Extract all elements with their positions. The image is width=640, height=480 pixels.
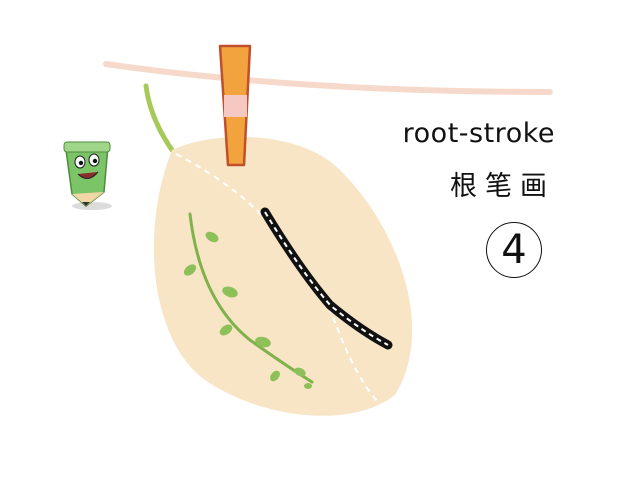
stroke-name-english: root-stroke [402, 118, 555, 149]
lesson-number-badge: 4 [486, 222, 542, 278]
leaf-stem [143, 83, 175, 153]
root-stroke-path [260, 207, 393, 350]
clothesline [103, 61, 553, 95]
leaf-card-icon [153, 136, 413, 416]
leaf-vein [175, 153, 389, 413]
clothes-peg-icon [218, 44, 252, 167]
vine-icon [183, 212, 314, 389]
pencil-mascot-icon [63, 141, 112, 210]
stroke-name-chinese: 根笔画 [450, 171, 555, 202]
